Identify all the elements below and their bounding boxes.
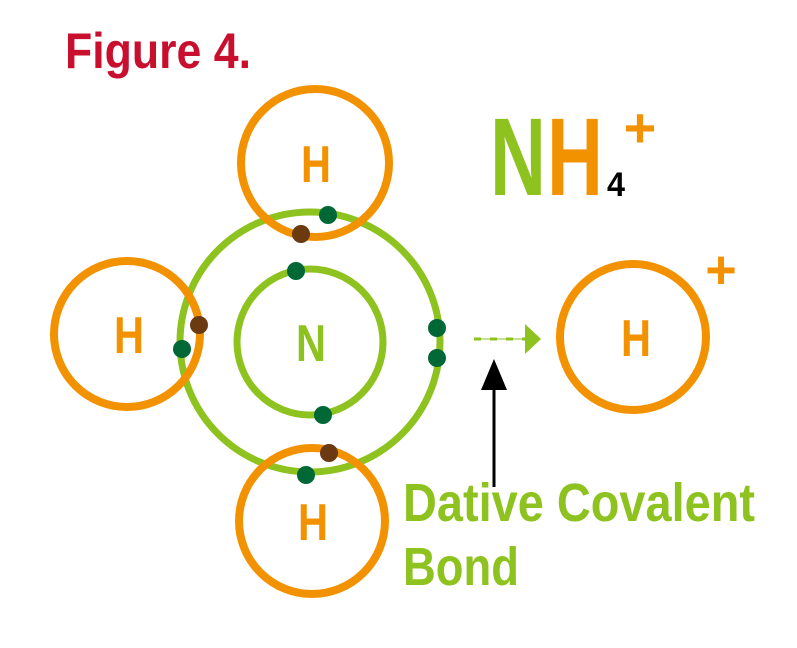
electron xyxy=(428,349,446,367)
hydrogen-bottom-shell xyxy=(235,444,389,598)
hydrogen-top-symbol: H xyxy=(301,136,331,194)
electron xyxy=(314,406,332,424)
hydrogen-bottom-symbol: H xyxy=(298,494,328,552)
hydrogen-left-shell xyxy=(50,257,204,411)
formula-n: N xyxy=(490,96,546,219)
formula-nh4: N H 4 + xyxy=(490,96,656,219)
electron xyxy=(190,316,208,334)
formula-subscript: 4 xyxy=(607,166,625,204)
dative-bond-arrow xyxy=(474,324,541,354)
formula-h: H xyxy=(547,96,603,219)
label-line1: Dative Covalent xyxy=(403,473,755,533)
nitrogen-symbol: N xyxy=(296,315,326,373)
electron xyxy=(297,466,315,484)
electron xyxy=(428,319,446,337)
electron xyxy=(320,444,338,462)
electron xyxy=(319,206,337,224)
hydrogen-top-shell xyxy=(237,85,393,241)
label-line2: Bond xyxy=(403,537,519,597)
electron xyxy=(287,262,305,280)
electron xyxy=(173,340,191,358)
electron xyxy=(292,225,310,243)
hydrogen-ion-charge: + xyxy=(705,240,737,300)
figure-title: Figure 4. xyxy=(65,23,251,79)
formula-charge: + xyxy=(624,96,657,159)
nitrogen-electrons xyxy=(173,206,446,484)
hydrogen-ion-shell xyxy=(556,260,710,414)
hydrogen-ion-symbol: H xyxy=(621,310,651,368)
hydrogen-electrons xyxy=(190,225,338,462)
nitrogen-inner-shell xyxy=(233,265,387,419)
hydrogen-left-symbol: H xyxy=(114,307,144,365)
label-pointer-arrow xyxy=(481,359,507,487)
